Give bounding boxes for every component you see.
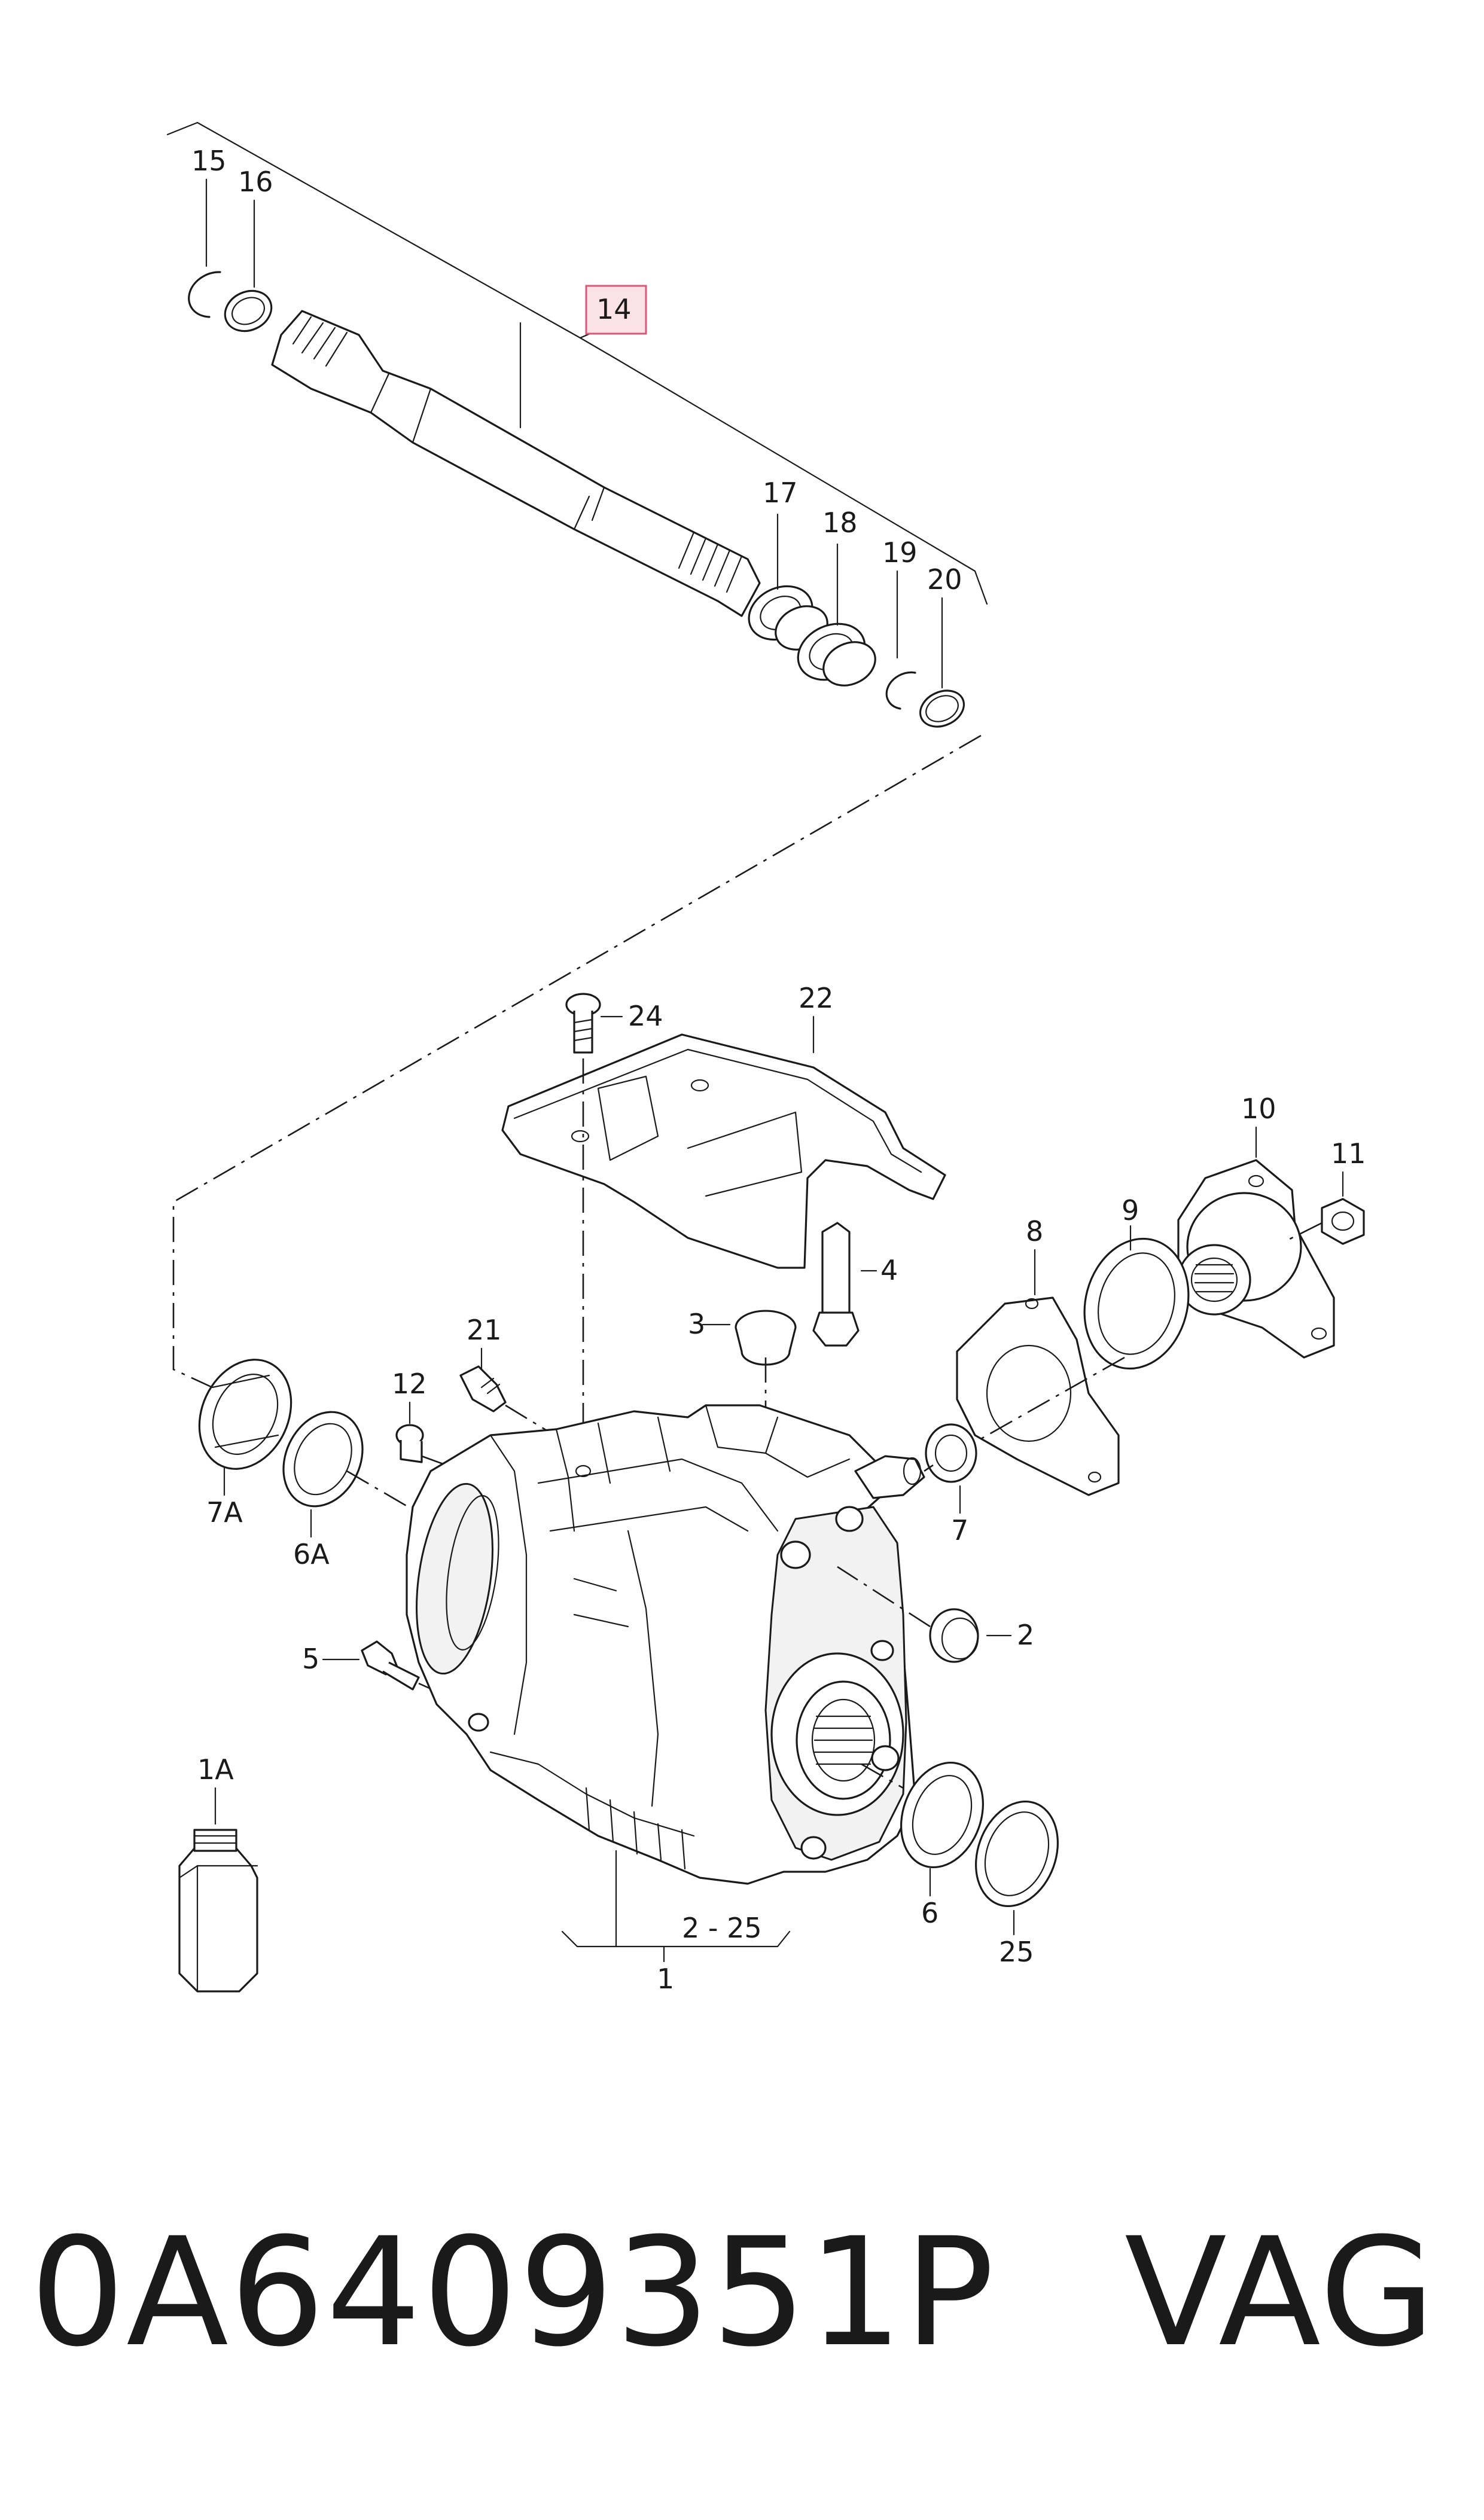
label-15: 15 bbox=[191, 145, 227, 177]
label-11: 11 bbox=[1331, 1137, 1366, 1170]
label-1: 1 bbox=[657, 1963, 674, 1995]
seal-6A bbox=[282, 1411, 364, 1538]
label-16: 16 bbox=[238, 166, 273, 198]
label-3: 3 bbox=[688, 1308, 705, 1340]
transfer-case-housing-1 bbox=[406, 1404, 925, 1885]
label-7A: 7A bbox=[206, 1496, 243, 1529]
plug-3 bbox=[702, 1310, 797, 1366]
label-22: 22 bbox=[799, 982, 834, 1014]
label-17: 17 bbox=[763, 477, 798, 509]
highlight-box-14 bbox=[585, 285, 647, 335]
label-18: 18 bbox=[822, 507, 858, 539]
heat-shield-22 bbox=[501, 1015, 946, 1269]
label-6A: 6A bbox=[293, 1538, 330, 1570]
nozzle-guide bbox=[924, 1464, 934, 1472]
label-12: 12 bbox=[392, 1368, 427, 1400]
label-2-25: 2 - 25 bbox=[682, 1912, 762, 1944]
bolt-5 bbox=[322, 1640, 479, 1711]
seal-7A bbox=[198, 1359, 292, 1496]
bolt-24 bbox=[565, 993, 623, 1054]
label-8: 8 bbox=[1026, 1215, 1043, 1247]
flange-guide bbox=[944, 1356, 1125, 1460]
label-7: 7 bbox=[951, 1514, 968, 1546]
label-25: 25 bbox=[999, 1936, 1034, 1968]
nut-11 bbox=[1285, 1171, 1365, 1245]
part-labels: 15 16 14 17 18 19 20 24 22 10 11 8 9 4 3… bbox=[191, 145, 1366, 1995]
assembly-bracket bbox=[561, 1850, 791, 1963]
circlip-20 bbox=[919, 597, 965, 728]
assembly-guide-line bbox=[172, 734, 982, 1389]
needle-bearing-18 bbox=[797, 543, 876, 687]
label-14-highlighted: 14 bbox=[596, 293, 632, 325]
flange-10 bbox=[1177, 1126, 1335, 1359]
cap-2 bbox=[837, 1566, 1012, 1663]
brand-text: VAG bbox=[1125, 2205, 1436, 2379]
label-20: 20 bbox=[927, 563, 962, 596]
bolt-12 bbox=[395, 1401, 455, 1469]
washer-16 bbox=[224, 199, 273, 332]
seal-6 bbox=[900, 1761, 984, 1897]
drive-shaft-14 bbox=[271, 310, 761, 617]
label-5: 5 bbox=[302, 1643, 319, 1675]
oil-bottle-1A bbox=[178, 1787, 258, 1993]
part-number-text: 0A6409351P bbox=[30, 2205, 995, 2379]
label-24: 24 bbox=[628, 1000, 663, 1032]
gasket-8 bbox=[956, 1249, 1120, 1496]
seal-6-guide bbox=[861, 1763, 904, 1789]
label-9: 9 bbox=[1122, 1194, 1139, 1227]
label-6: 6 bbox=[921, 1897, 938, 1929]
seal-6A-guide bbox=[346, 1470, 419, 1514]
label-10: 10 bbox=[1241, 1093, 1276, 1125]
shaft-seal-9 bbox=[1083, 1225, 1190, 1370]
label-4: 4 bbox=[880, 1254, 898, 1286]
drain-pin-4 bbox=[812, 1222, 877, 1347]
snap-ring-15 bbox=[188, 178, 221, 318]
label-1A: 1A bbox=[197, 1753, 234, 1786]
label-21: 21 bbox=[467, 1314, 502, 1346]
o-ring-7 bbox=[925, 1423, 977, 1514]
seal-25 bbox=[975, 1800, 1059, 1936]
label-19: 19 bbox=[882, 536, 918, 569]
label-2: 2 bbox=[1017, 1619, 1034, 1651]
circlip-19 bbox=[885, 570, 916, 710]
